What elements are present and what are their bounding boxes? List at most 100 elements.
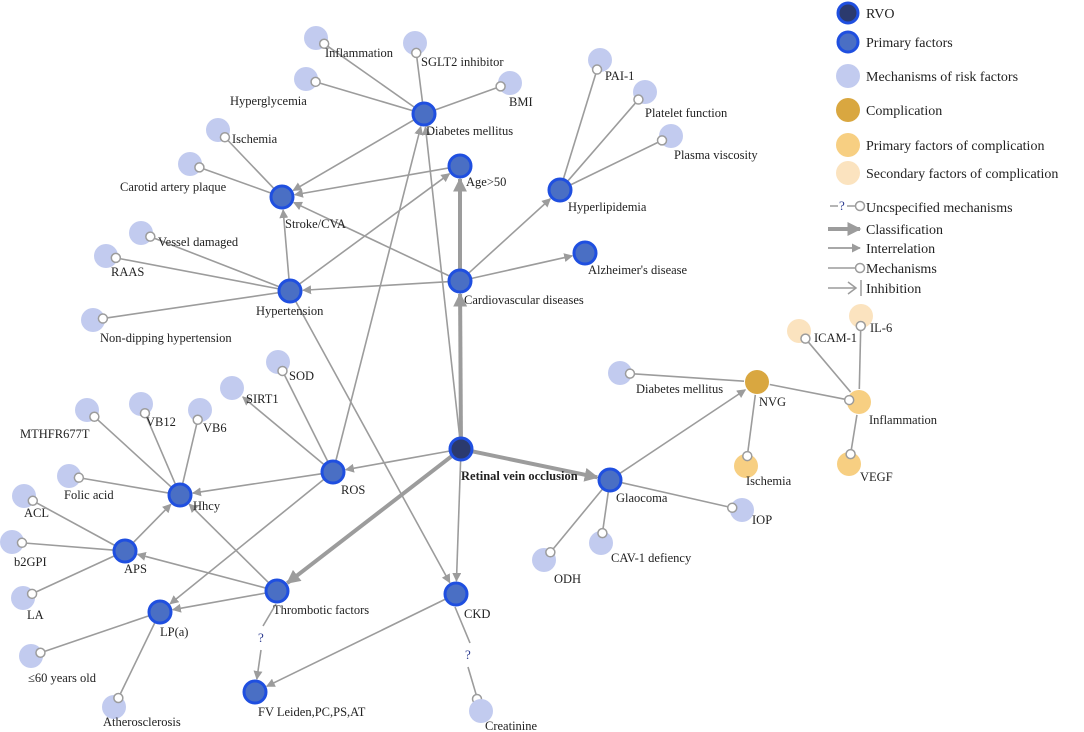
node-b2gpi — [0, 530, 24, 554]
mechanism-edge-hyperlipidemia-pai1 — [562, 73, 597, 179]
mechanism-ring — [110, 252, 122, 264]
label-aps: APS — [124, 562, 147, 576]
mechanism-ring — [35, 647, 46, 659]
legend-inhibition-symbol — [828, 280, 862, 296]
node-fvleiden — [242, 679, 268, 705]
mechanism-ring — [855, 320, 867, 332]
mechanism-edge-glaucoma-odh — [552, 488, 603, 550]
label-nvg: NVG — [759, 395, 786, 409]
label-rvo: Retinal vein occlusion — [461, 469, 578, 483]
legend-primary-swatch — [836, 30, 860, 54]
node-creatinine — [469, 699, 493, 723]
mechanism-ring — [145, 231, 156, 242]
unspecified-mark: ? — [258, 630, 264, 645]
legend-complication-secondary-label: Secondary factors of complication — [866, 167, 1058, 182]
mechanism-ring — [545, 547, 556, 558]
edge-thrombotic-to-aps — [136, 552, 266, 589]
mechanism-edge-hypertension-nondipping — [106, 291, 279, 319]
edge-rvo-to-glaucoma — [472, 449, 599, 482]
label-sod: SOD — [289, 369, 314, 383]
mechanism-ring — [192, 414, 203, 425]
mechanism-ring — [194, 162, 205, 173]
edges-layer — [25, 45, 862, 705]
edge-ros-to-dm — [335, 125, 424, 461]
mechanism-edge-dm-bmi — [435, 86, 498, 111]
unspecified-edge-ckd-creatinine-lower — [467, 666, 478, 698]
node-cav1 — [589, 531, 613, 555]
label-bmi: BMI — [509, 95, 533, 109]
label-b2gpi: b2GPI — [14, 555, 47, 569]
legend-mechanisms-symbol — [828, 262, 866, 274]
label-cav1: CAV-1 defiency — [611, 551, 692, 565]
label-sglt2: SGLT2 inhibitor — [421, 55, 504, 69]
label-stroke: Stroke/CVA — [285, 217, 346, 231]
label-nondipping: Non-dipping hypertension — [100, 331, 232, 345]
label-hhcy: Hhcy — [193, 499, 221, 513]
legend-unspecified-label: Uncspecified mechanisms — [866, 201, 1013, 216]
legend-interrelation-label: Interrelation — [866, 242, 935, 257]
mechanism-edge-hhcy-vb6 — [181, 423, 198, 484]
node-raas — [94, 244, 118, 268]
node-vb6 — [188, 398, 212, 422]
mechanism-edge-hhcy-mthfr — [96, 418, 172, 488]
edge-hypertension-to-age — [299, 173, 451, 285]
label-pai1: PAI-1 — [605, 69, 634, 83]
node-lpa — [147, 599, 173, 625]
legend-rvo-swatch — [836, 1, 860, 25]
mechanism-ring — [656, 135, 668, 146]
mechanism-edge-hypertension-raas — [119, 257, 279, 290]
mechanism-ring — [726, 502, 738, 514]
node-alzheimer — [572, 240, 598, 266]
mechanism-edge-aps-la — [35, 555, 115, 593]
mechanism-ring — [591, 64, 603, 75]
edge-rvo-to-ros — [344, 450, 450, 473]
label-sirt1: SIRT1 — [246, 392, 279, 406]
label-athero: Atherosclerosis — [103, 715, 181, 729]
mechanism-edge-dm-hyperglycemia — [319, 82, 413, 112]
legend-complication-primary-label: Primary factors of complication — [866, 139, 1044, 154]
node-dm — [411, 101, 437, 127]
node-hypertension — [277, 278, 303, 304]
node-inflammation_nvg — [847, 390, 871, 414]
mechanism-edge-glaucoma-cav1 — [602, 491, 610, 530]
mechanism-ring — [624, 368, 636, 379]
mechanism-ring — [318, 38, 330, 50]
edge-thrombotic-to-lpa — [171, 592, 266, 613]
legend-complication-label: Complication — [866, 104, 942, 119]
mechanism-ring — [843, 394, 855, 406]
mechanism-ring — [16, 537, 28, 549]
legend-mechanism-label: Mechanisms of risk factors — [866, 70, 1018, 85]
edge-cvd-to-alzheimer — [471, 253, 574, 280]
node-sglt2 — [403, 31, 427, 55]
label-ischemia_stroke: Ischemia — [232, 132, 278, 146]
label-thrombotic: Thrombotic factors — [273, 603, 369, 617]
mechanism-ring — [800, 333, 811, 344]
mechanism-edge-nvg-ischemia_nvg — [747, 394, 757, 453]
label-raas: RAAS — [111, 265, 144, 279]
node-nvg — [745, 370, 769, 394]
mechanism-ring — [633, 94, 644, 105]
mechanism-edge-hypertension-vessel — [153, 237, 280, 288]
mechanism-ring — [113, 692, 124, 704]
mechanism-ring — [73, 472, 85, 483]
node-il6 — [849, 304, 873, 328]
mechanism-edge-inflammation_nvg-vegf — [850, 414, 858, 451]
node-dm2 — [608, 361, 632, 385]
unspecified-edge-thrombotic-fvleiden-lower — [253, 649, 263, 681]
mechanism-ring — [310, 76, 321, 88]
node-age — [447, 153, 473, 179]
mechanism-ring — [742, 450, 753, 462]
label-ckd: CKD — [464, 607, 490, 621]
legend-primary-label: Primary factors — [866, 36, 953, 51]
label-carotid: Carotid artery plaque — [120, 180, 227, 194]
edge-rvo-to-ckd — [452, 460, 462, 582]
edge-cvd-to-hypertension — [302, 280, 449, 295]
node-stroke — [269, 184, 295, 210]
label-mthfr: MTHFR677T — [20, 427, 90, 441]
mechanism-ring — [27, 495, 39, 507]
edge-ros-to-sirt1 — [242, 396, 325, 465]
node-glaucoma — [597, 467, 623, 493]
label-vegf: VEGF — [860, 470, 893, 484]
label-vb6: VB6 — [203, 421, 227, 435]
